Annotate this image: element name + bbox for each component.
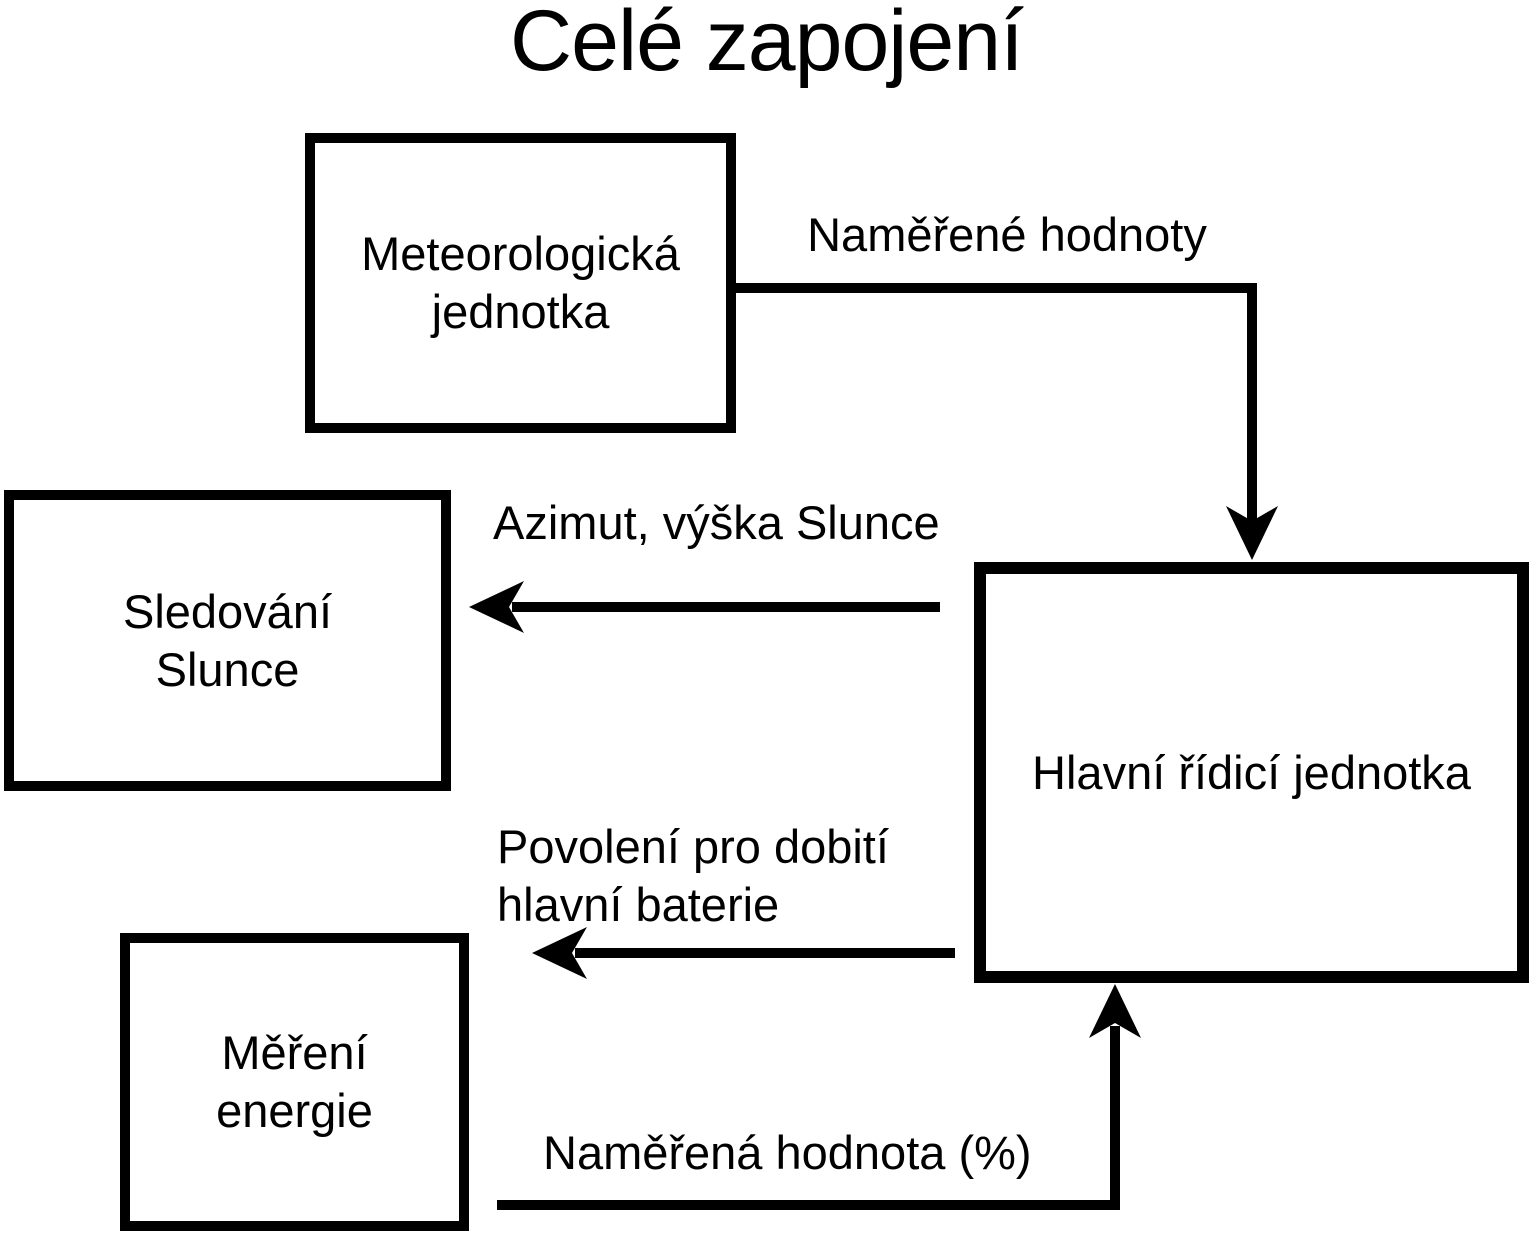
edge-label-measured-percent: Naměřená hodnota (%) [543, 1126, 1032, 1179]
arrowhead-left-icon [469, 581, 524, 633]
node-sun-tracking: Sledování Slunce [4, 490, 451, 791]
edge-label-sun-position: Azimut, výška Slunce [493, 496, 940, 549]
arrowhead-left-icon [532, 927, 587, 979]
arrow-sun-position [469, 581, 940, 633]
arrow-charge-permission [532, 927, 955, 979]
arrowhead-up-icon [1089, 984, 1141, 1038]
node-label: Meteorologická jednotka [361, 227, 680, 338]
node-label: Měření energie [216, 1026, 373, 1137]
node-label: Hlavní řídicí jednotka [1032, 745, 1471, 799]
edge-label-charge-permission: Povolení pro dobití hlavní baterie [497, 820, 889, 931]
node-main-control-unit: Hlavní řídicí jednotka [974, 562, 1529, 983]
page-title: Celé zapojení [510, 0, 1024, 89]
node-meteorological-unit: Meteorologická jednotka [305, 133, 736, 433]
edge-label-measured-values: Naměřené hodnoty [807, 208, 1207, 261]
node-label: Sledování Slunce [122, 584, 333, 696]
node-energy-measurement: Měření energie [120, 933, 469, 1231]
arrowhead-down-icon [1226, 506, 1278, 560]
